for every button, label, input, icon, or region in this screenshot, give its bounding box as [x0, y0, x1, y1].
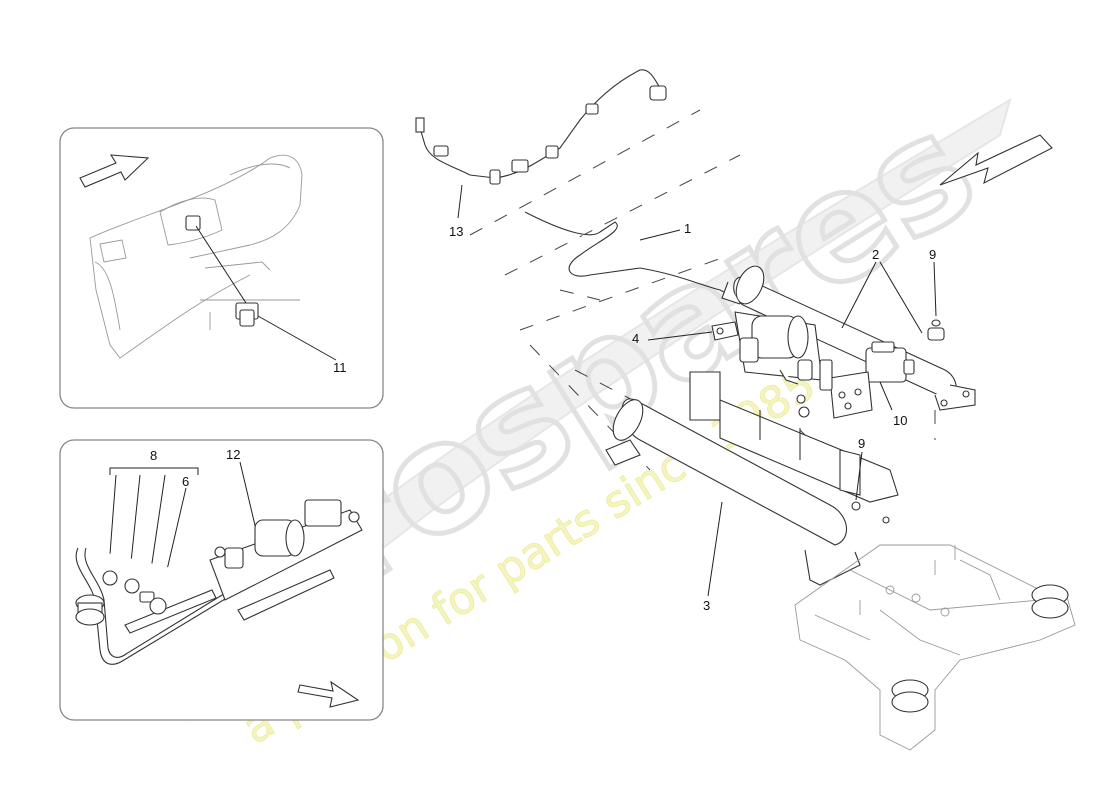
- leader-line: [879, 381, 893, 411]
- rubber-mount-upper: [927, 319, 945, 341]
- inset-panel-compressor: 8 6 12: [59, 439, 384, 721]
- callout-2: 2: [872, 247, 879, 262]
- leader-line: [257, 315, 337, 361]
- callout-9-lower: 9: [858, 436, 865, 451]
- callout-6: 6: [182, 474, 189, 489]
- leader-line: [195, 225, 247, 304]
- leader-line: [707, 501, 723, 597]
- callout-3: 3: [703, 598, 710, 613]
- wiring-harness-part: [415, 69, 667, 185]
- direction-arrow-icon: [79, 154, 150, 188]
- leader-line: [457, 184, 463, 219]
- direction-arrow-icon: [297, 680, 360, 708]
- center-console-illustration: [89, 154, 303, 359]
- leader-line: [639, 229, 681, 241]
- callout-4: 4: [632, 331, 639, 346]
- leader-line: [647, 331, 713, 341]
- leader-line: [933, 261, 937, 317]
- air-line-part: [524, 211, 741, 301]
- callout-13: 13: [449, 224, 463, 239]
- compressor-part: [711, 311, 823, 385]
- leader-line: [129, 474, 141, 573]
- callout-8: 8: [150, 448, 157, 463]
- inset-panel-console: 11: [59, 127, 384, 409]
- callout-1: 1: [684, 221, 691, 236]
- switch-part: [235, 302, 259, 327]
- mounting-bracket-part: [605, 371, 899, 524]
- compressor-illustration-inset: [209, 499, 363, 621]
- air-pipe-assembly: [75, 547, 241, 665]
- callout-12: 12: [226, 447, 240, 462]
- valve-block-part: [819, 341, 915, 419]
- callout-11: 11: [333, 360, 347, 375]
- leader-line: [879, 261, 923, 334]
- rear-subframe-illustration: [794, 544, 1076, 751]
- leader-line: [855, 451, 863, 501]
- direction-arrow-icon: [939, 134, 1053, 186]
- group-bracket: [109, 467, 199, 475]
- inset-panel-console-frame: [59, 127, 384, 409]
- callout-9-upper: 9: [929, 247, 936, 262]
- leader-line: [841, 261, 877, 329]
- callout-10: 10: [893, 413, 907, 428]
